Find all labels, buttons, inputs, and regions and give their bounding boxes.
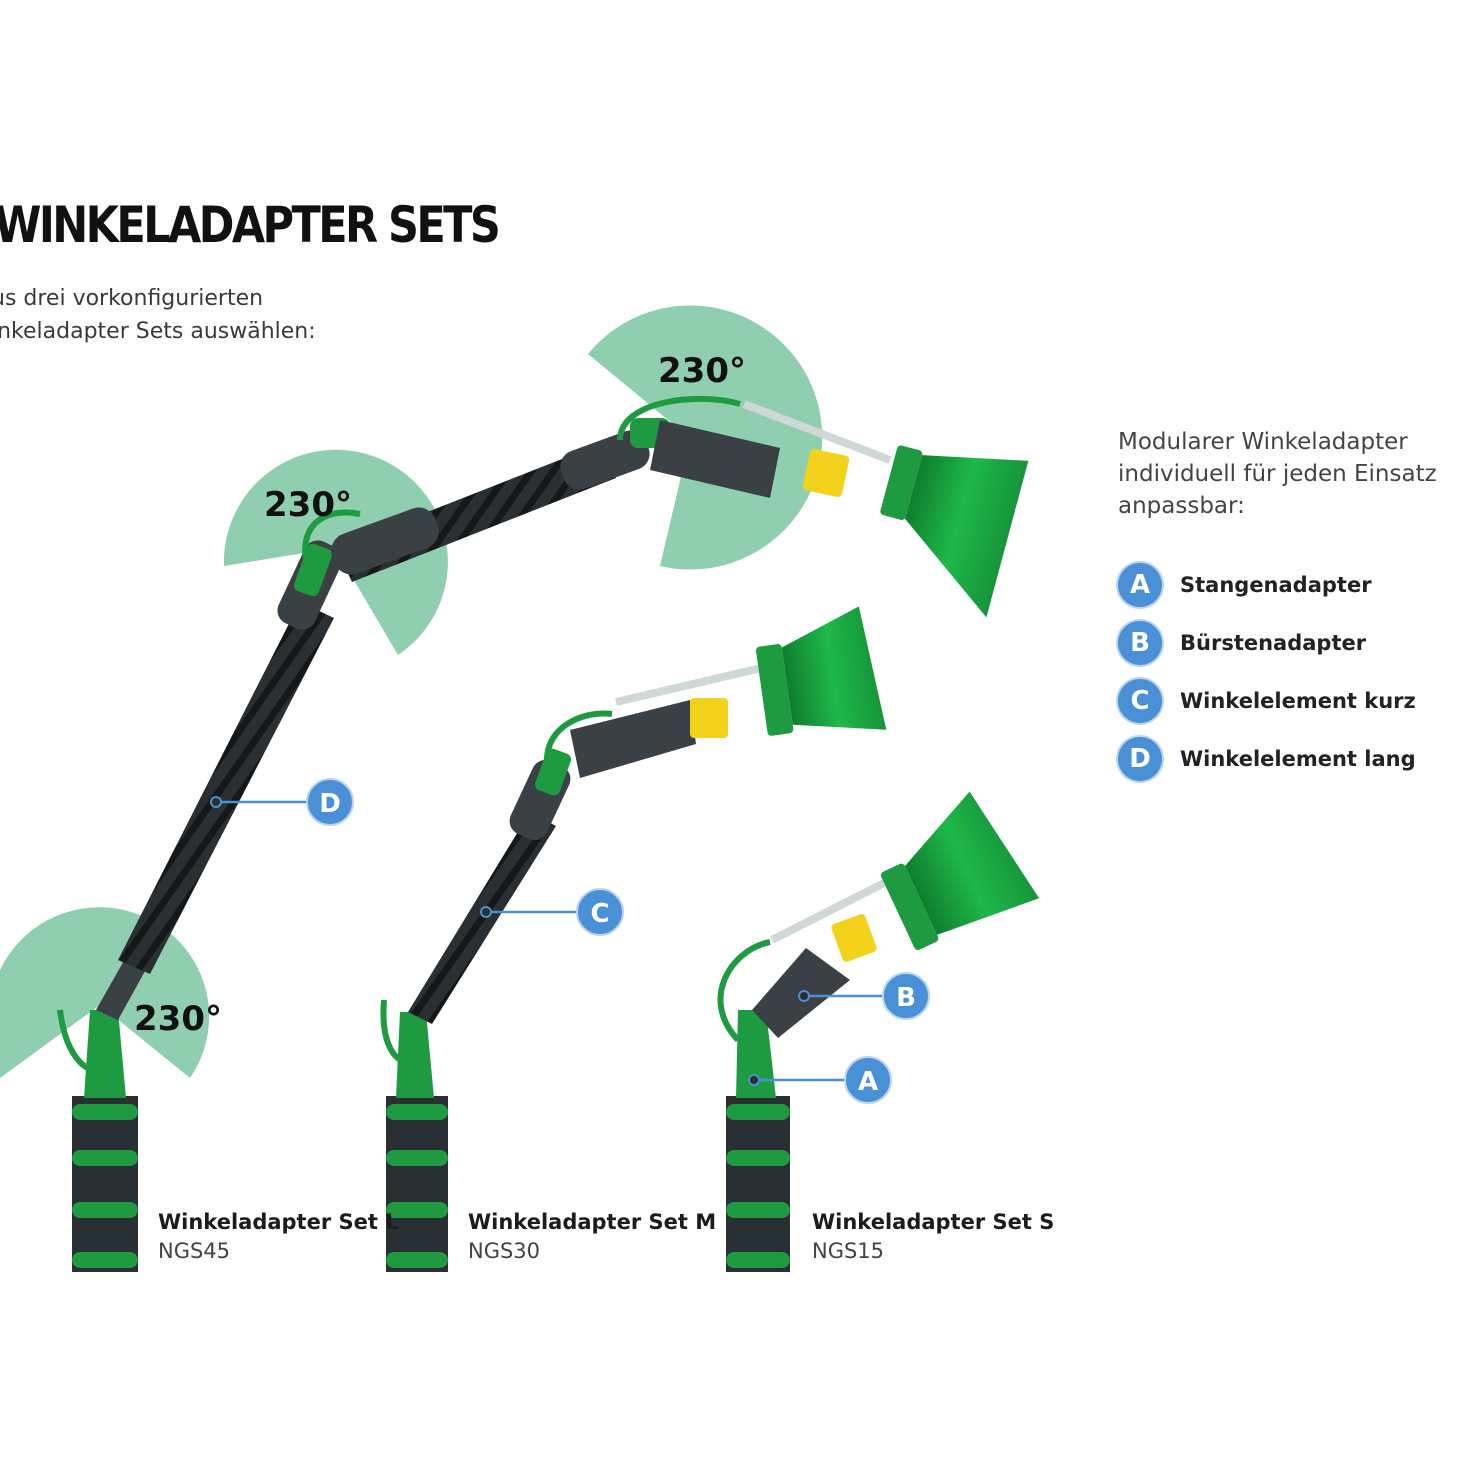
grip-set-s — [726, 1096, 790, 1272]
set-name-m: Winkeladapter Set M — [468, 1210, 717, 1234]
callout-b-letter: B — [896, 983, 916, 1013]
set-caption-s: Winkeladapter Set S NGS15 — [812, 1208, 1054, 1266]
side-description: Modularer Winkeladapter individuell für … — [1118, 426, 1437, 522]
pole-adapter — [736, 1010, 776, 1098]
angle-label-bottom: 230° — [134, 999, 222, 1039]
side-description-line-1: Modularer Winkeladapter — [1118, 429, 1408, 455]
intro-line-2: inkeladapter Sets auswählen: — [0, 319, 316, 344]
component-legend: A Stangenadapter B Bürstenadapter C Wink… — [1118, 556, 1416, 788]
angle-label-middle: 230° — [264, 485, 352, 525]
legend-badge-b: B — [1118, 621, 1162, 665]
angle-sector-middle — [223, 449, 448, 655]
side-description-line-2: individuell für jeden Einsatz — [1118, 461, 1437, 487]
set-code-l: NGS45 — [158, 1239, 231, 1263]
set-code-m: NGS30 — [468, 1239, 541, 1263]
set-caption-l: Winkeladapter Set L NGS45 — [158, 1208, 399, 1266]
brush-set-l — [880, 445, 1029, 618]
page-title: WINKELADAPTER SETS — [0, 196, 501, 254]
intro-text: us drei vorkonfigurierten inkeladapter S… — [0, 282, 316, 348]
legend-label-b: Bürstenadapter — [1180, 631, 1367, 655]
callout-a: A — [748, 1056, 892, 1104]
callout-d-letter: D — [319, 789, 341, 819]
legend-badge-d: D — [1118, 737, 1162, 781]
legend-item-c: C Winkelelement kurz — [1118, 672, 1416, 730]
set-name-l: Winkeladapter Set L — [158, 1210, 399, 1234]
legend-label-a: Stangenadapter — [1180, 573, 1372, 597]
pole-short-element — [408, 812, 556, 1024]
brush-set-s — [880, 791, 1040, 950]
callout-d: D — [210, 778, 354, 826]
legend-badge-c: C — [1118, 679, 1162, 723]
legend-item-d: D Winkelelement lang — [1118, 730, 1416, 788]
legend-label-d: Winkelelement lang — [1180, 747, 1416, 771]
intro-line-1: us drei vorkonfigurierten — [0, 286, 264, 311]
grip-set-l — [72, 1096, 138, 1272]
set-code-s: NGS15 — [812, 1239, 885, 1263]
callout-a-letter: A — [858, 1067, 878, 1097]
pole-long-element — [118, 602, 334, 974]
callout-c-letter: C — [590, 899, 609, 929]
set-name-s: Winkeladapter Set S — [812, 1210, 1055, 1234]
set-caption-m: Winkeladapter Set M NGS30 — [468, 1208, 716, 1266]
side-description-line-3: anpassbar: — [1118, 493, 1245, 519]
angle-label-top: 230° — [658, 351, 746, 391]
legend-item-b: B Bürstenadapter — [1118, 614, 1416, 672]
callout-c: C — [480, 888, 624, 936]
callout-b: B — [798, 972, 930, 1020]
legend-badge-a: A — [1118, 563, 1162, 607]
brush-set-m — [756, 606, 887, 736]
legend-label-c: Winkelelement kurz — [1180, 689, 1416, 713]
legend-item-a: A Stangenadapter — [1118, 556, 1416, 614]
grip-set-m — [386, 1096, 448, 1272]
